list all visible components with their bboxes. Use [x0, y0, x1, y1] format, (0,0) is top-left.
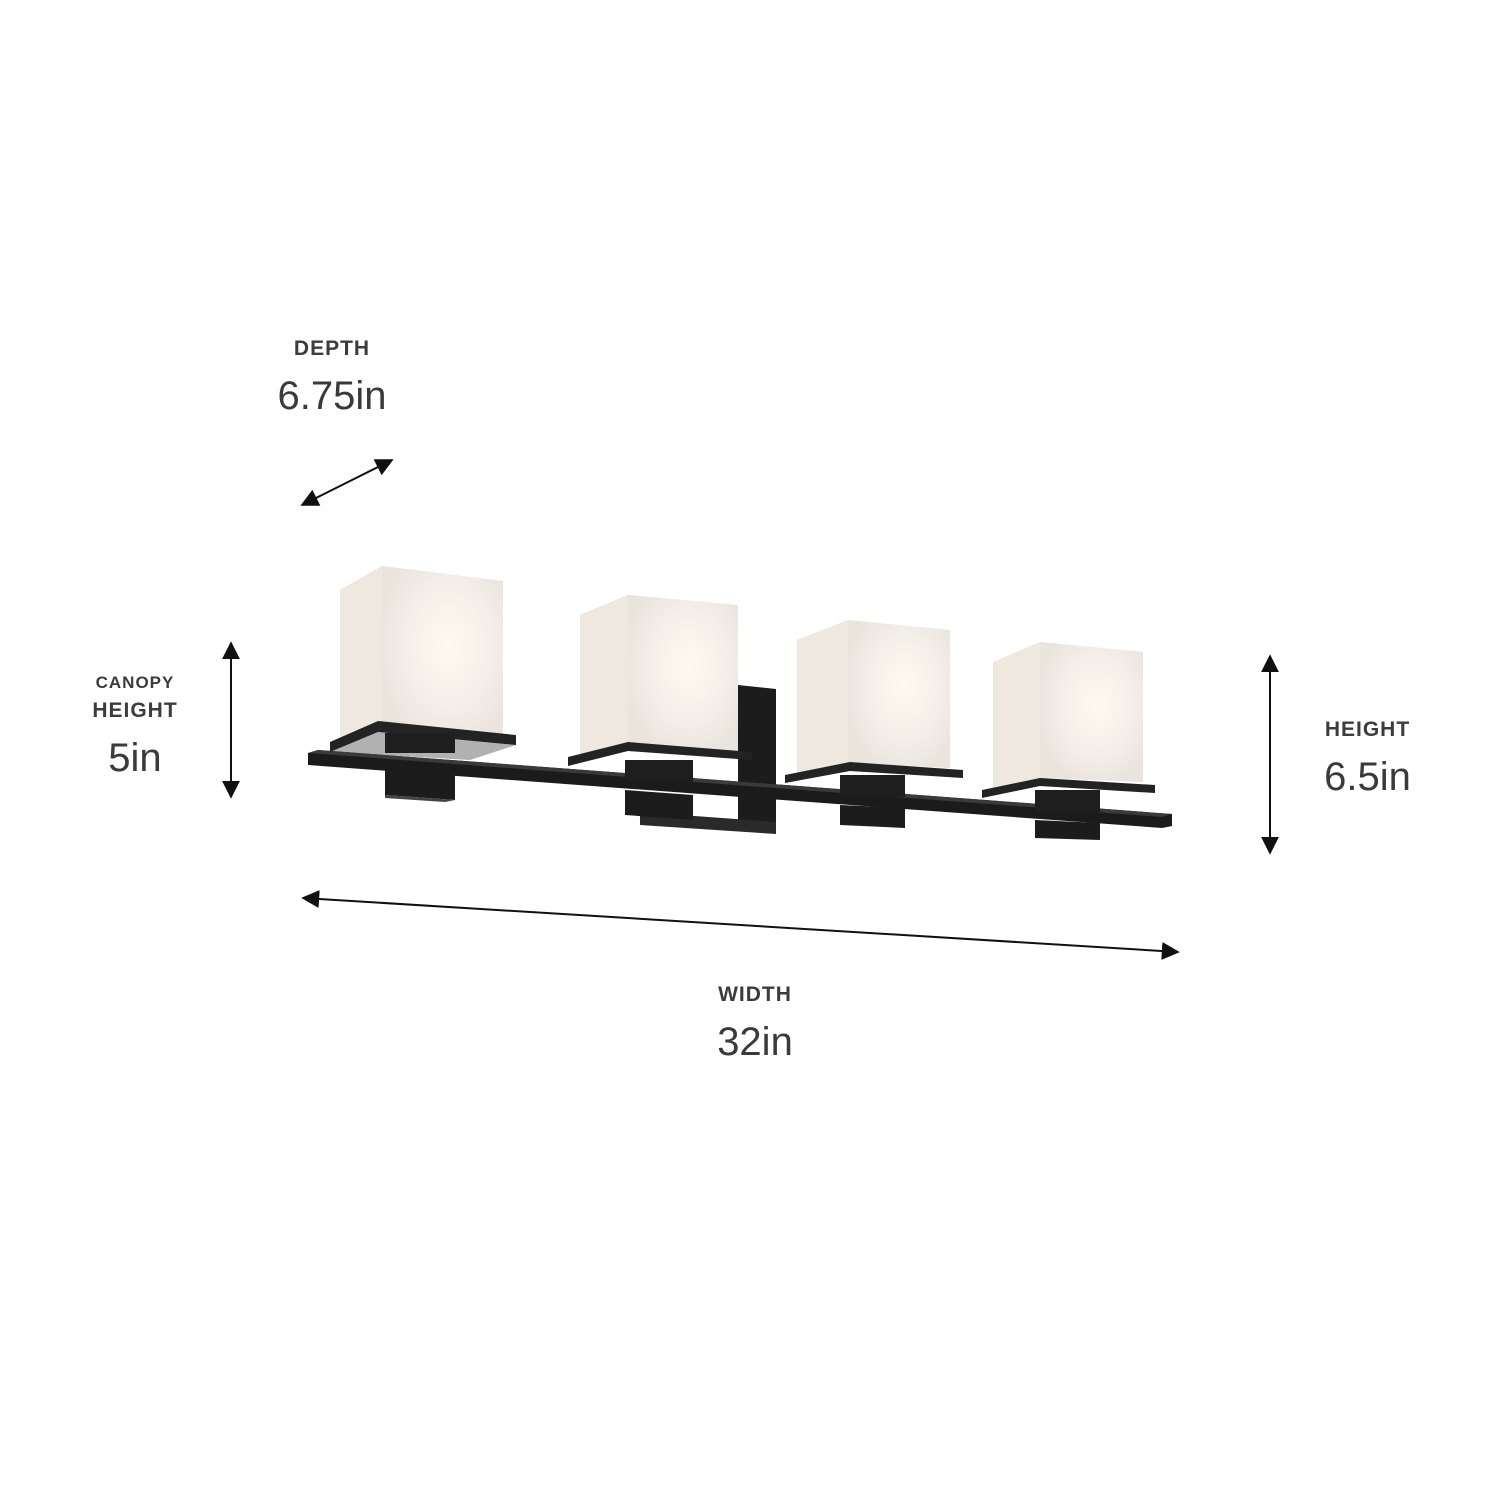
- height-label: HEIGHT: [1324, 718, 1411, 741]
- canopy-height-label-line1: CANOPY: [95, 673, 175, 692]
- height-value: 6.5in: [1324, 755, 1411, 799]
- crossbar: [308, 750, 1172, 828]
- depth-value: 6.75in: [277, 374, 387, 418]
- width-value: 32in: [717, 1020, 793, 1064]
- width-label: WIDTH: [718, 983, 792, 1006]
- width-arrow: [301, 890, 1180, 960]
- depth-label: DEPTH: [293, 337, 371, 360]
- shade-2: [568, 595, 752, 820]
- shade-3: [785, 620, 963, 828]
- shade-1: [330, 566, 516, 802]
- vanity-fixture: [308, 566, 1172, 840]
- shade-4: [982, 642, 1155, 840]
- canopy-height-value: 5in: [108, 736, 162, 780]
- depth-arrow: [300, 459, 394, 506]
- canopy-height-label-line2: HEIGHT: [92, 699, 178, 722]
